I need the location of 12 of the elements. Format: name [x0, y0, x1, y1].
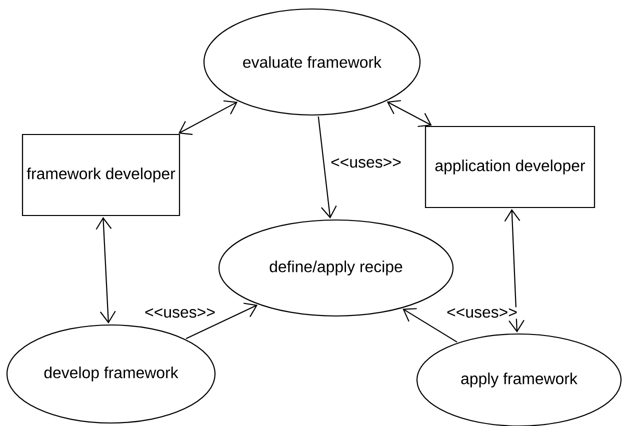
arrow — [318, 116, 337, 219]
arrow — [178, 100, 238, 135]
arrow — [504, 209, 524, 332]
edge-label: <<uses>> — [446, 307, 518, 319]
arrow — [386, 100, 432, 128]
actor-box: framework developer — [22, 134, 180, 216]
edge-label: <<uses>> — [144, 307, 216, 319]
edge-label: <<uses>> — [330, 157, 402, 169]
arrow — [402, 308, 458, 343]
arrow — [186, 302, 258, 340]
actor-box: application developer — [424, 126, 596, 208]
arrow — [96, 217, 116, 324]
